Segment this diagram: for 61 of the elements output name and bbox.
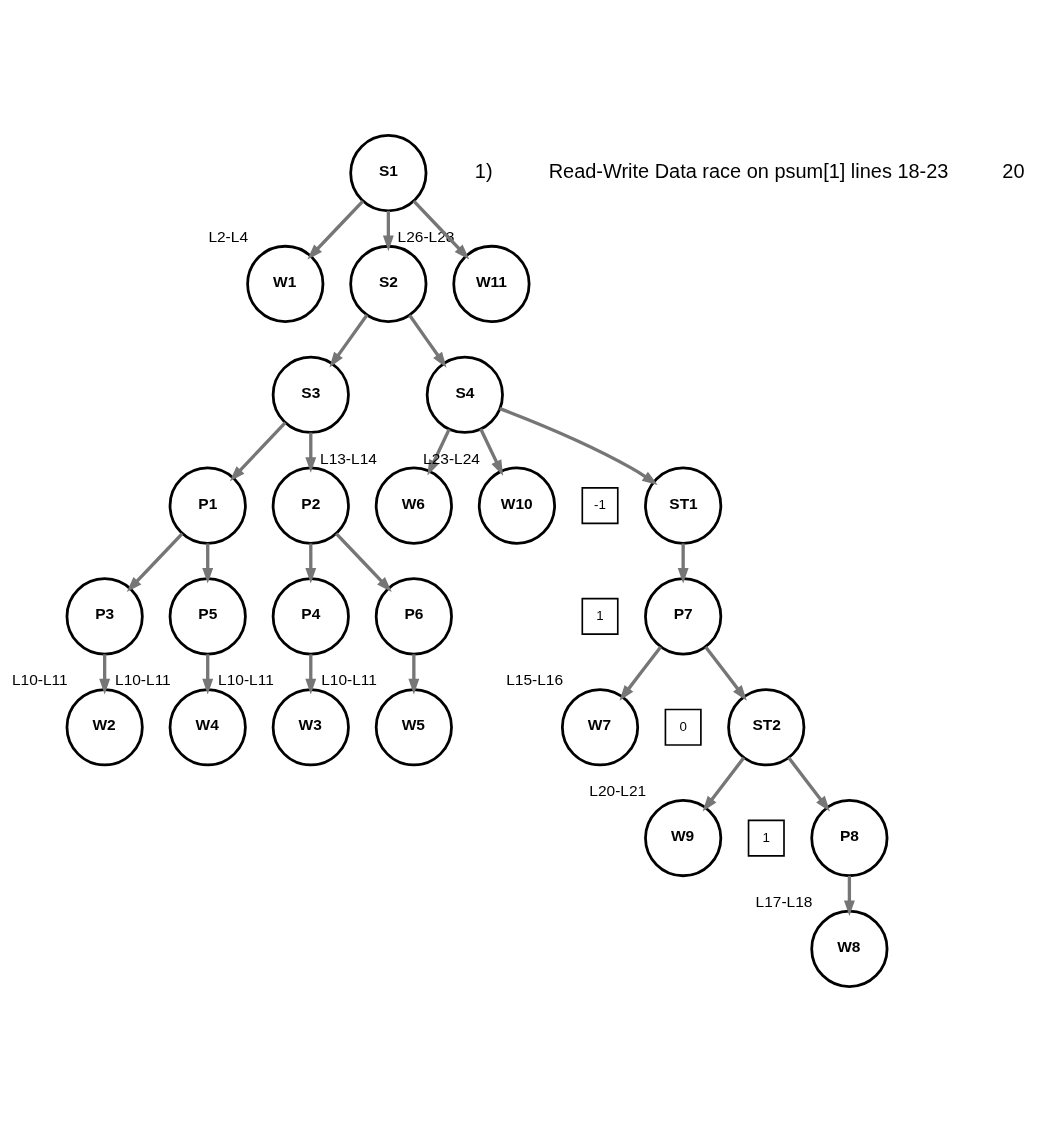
node-label: L10-L11 (321, 670, 377, 688)
arrow (408, 653, 420, 694)
node-circle: W9 (644, 798, 723, 877)
node-circle: W10 (477, 466, 556, 545)
node-circle: ST1 (644, 466, 723, 545)
node-box: 1 (581, 597, 619, 635)
arrow (329, 313, 369, 367)
arrow (408, 313, 447, 368)
arrow (843, 875, 855, 916)
node-circle: S2 (349, 244, 428, 323)
node-label: L20-L21 (589, 781, 647, 799)
node-circle: W7 (560, 687, 640, 766)
node-label: L10-L11 (115, 670, 171, 688)
arrow (202, 653, 214, 694)
arrow (479, 427, 504, 476)
node-label: L10-L11 (11, 670, 68, 688)
arrow (427, 428, 451, 475)
node-box: -1 (581, 486, 619, 524)
node-label: L13-L14 (320, 449, 377, 467)
node-circle: W5 (374, 687, 453, 766)
arrow (335, 531, 392, 592)
arrow (126, 531, 184, 592)
node-box: 0 (664, 708, 702, 746)
arrow (99, 653, 111, 694)
label: 1) (474, 159, 493, 182)
node-circle: P2 (271, 466, 350, 545)
node-circle: W8 (810, 909, 889, 988)
arrow (677, 542, 689, 584)
node-circle: P8 (810, 798, 889, 877)
node-label: L10-L11 (218, 670, 274, 688)
node-box: 1 (747, 819, 785, 857)
node-label: L15-L16 (506, 670, 564, 688)
node-circle: P4 (271, 576, 350, 655)
node-circle: P5 (168, 576, 247, 655)
arrow (305, 542, 317, 584)
node-circle: W3 (271, 687, 350, 766)
arrow (499, 406, 658, 485)
node-circle: ST2 (727, 687, 806, 766)
node-label: L2-L4 (208, 227, 249, 245)
node-circle: S3 (271, 355, 350, 434)
arrow (229, 421, 287, 481)
arrow (619, 645, 662, 701)
node-circle: W6 (374, 466, 453, 545)
arrow (305, 653, 317, 694)
arrow (382, 210, 394, 251)
arrow (307, 199, 365, 260)
node-circle: P7 (644, 576, 723, 655)
arrow (412, 199, 470, 260)
label: 20 (1002, 159, 1025, 182)
arrow (704, 645, 747, 701)
label: Read-Write Data race on psum[1] lines 18-23 (548, 159, 949, 182)
node-circle: W2 (65, 687, 144, 766)
node-circle: W4 (168, 687, 247, 766)
arrow (202, 542, 214, 584)
node-label: L23-L24 (423, 449, 480, 467)
node-circle: S1 (349, 133, 428, 212)
node-circle: S4 (425, 355, 504, 434)
arrow (787, 756, 830, 812)
arrow (305, 432, 317, 473)
node-label: L17-L18 (755, 892, 813, 910)
arrow (702, 756, 746, 812)
